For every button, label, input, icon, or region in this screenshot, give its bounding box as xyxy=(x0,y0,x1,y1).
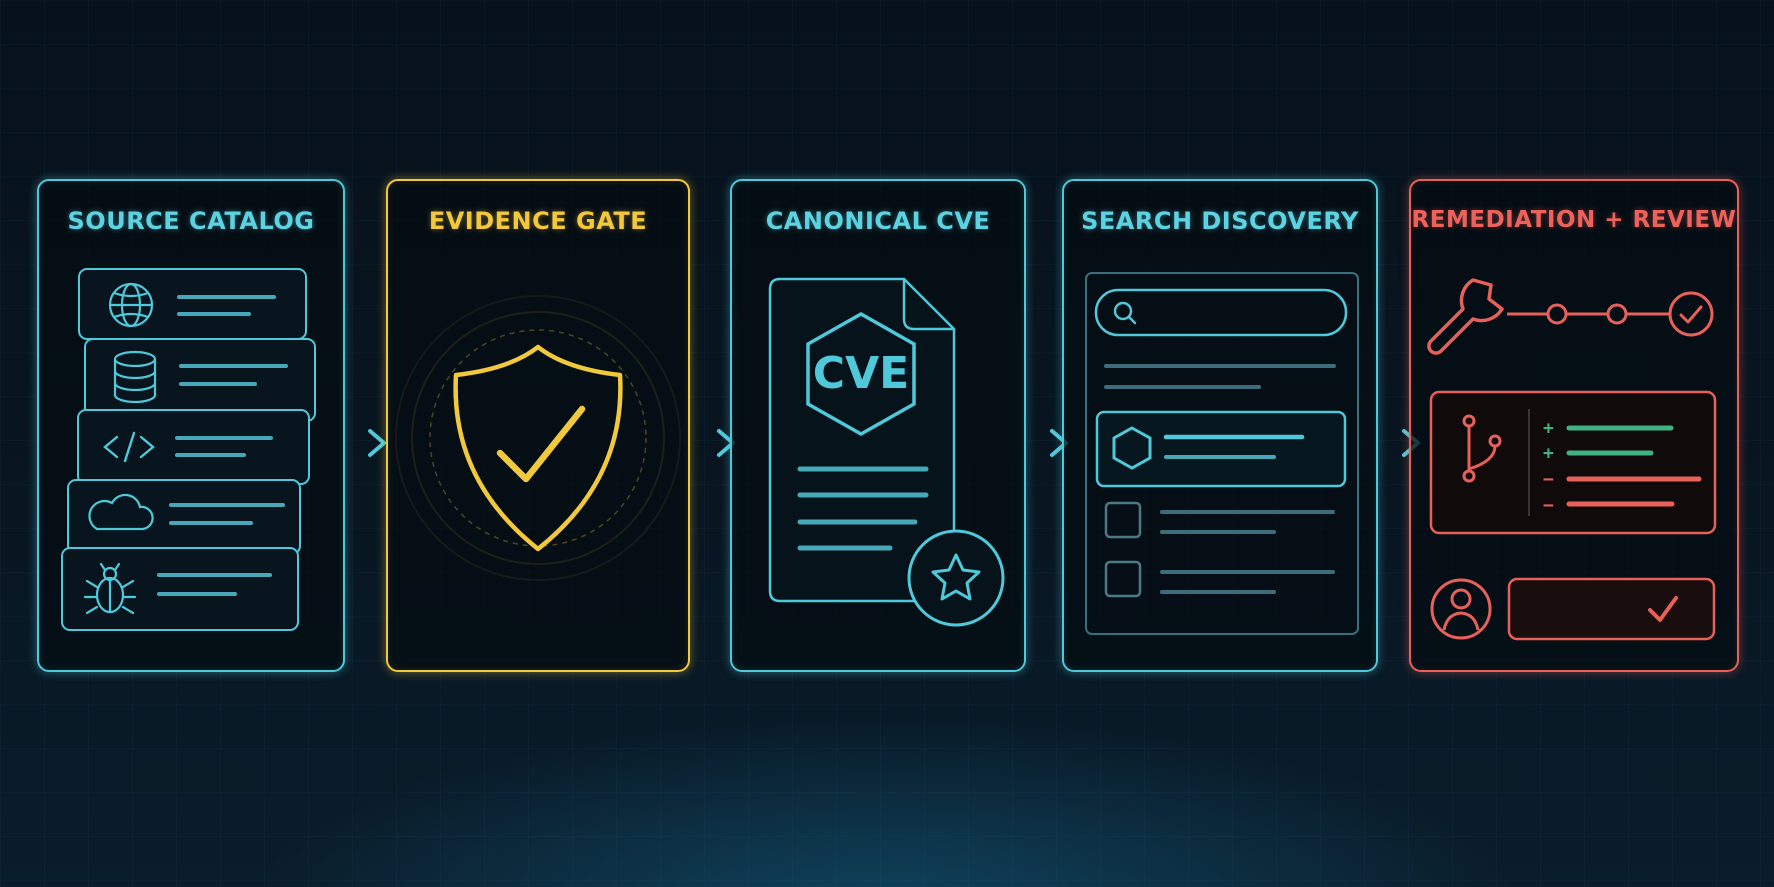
globe-icon xyxy=(108,282,154,328)
hexagon-icon xyxy=(1112,426,1152,470)
panel-title: SOURCE CATALOG xyxy=(67,207,315,235)
highlighted-result xyxy=(1095,410,1347,488)
check-icon xyxy=(1648,596,1678,622)
cve-document-art: CVE xyxy=(768,277,1005,627)
search-bar xyxy=(1094,288,1348,337)
arrow-right-icon xyxy=(1012,429,1068,457)
cve-hexagon-icon: CVE xyxy=(806,311,916,437)
database-icon xyxy=(113,350,157,404)
cve-badge-text: CVE xyxy=(813,348,909,399)
diff-panel xyxy=(1429,390,1717,535)
code-icon xyxy=(103,431,155,463)
shield-check-icon xyxy=(453,344,623,552)
search-art xyxy=(1085,272,1359,635)
git-branch-icon xyxy=(1462,414,1502,483)
panel-title: CANONICAL CVE xyxy=(765,207,991,235)
panel-title: EVIDENCE GATE xyxy=(428,207,648,235)
cloud-icon xyxy=(88,493,154,531)
check-circle-icon xyxy=(1668,291,1714,337)
star-badge-icon xyxy=(907,529,1005,627)
panel-remediation-review: REMEDIATION + REVIEW + + − xyxy=(1409,179,1739,672)
diff-removed-marker: − xyxy=(1543,495,1554,516)
source-list-art xyxy=(61,268,316,631)
panel-source-catalog: SOURCE CATALOG xyxy=(37,179,345,672)
panel-canonical-cve: CANONICAL CVE CVE xyxy=(730,179,1026,672)
diff-added-marker: + xyxy=(1543,443,1554,464)
checkbox-icon xyxy=(1104,501,1142,598)
diff-removed-marker: − xyxy=(1543,469,1554,490)
panel-evidence-gate: EVIDENCE GATE xyxy=(386,179,690,672)
panel-title: REMEDIATION + REVIEW xyxy=(1411,207,1737,233)
panel-search-discovery: SEARCH DISCOVERY xyxy=(1062,179,1378,672)
arrow-right-icon xyxy=(330,429,386,457)
bug-icon xyxy=(83,562,137,615)
user-avatar-icon xyxy=(1430,578,1492,640)
evidence-art xyxy=(395,295,681,581)
diff-added-marker: + xyxy=(1543,418,1554,439)
panel-title: SEARCH DISCOVERY xyxy=(1081,207,1359,235)
search-icon xyxy=(1113,301,1137,325)
wrench-icon xyxy=(1427,278,1504,355)
arrow-right-icon xyxy=(679,429,735,457)
remediation-art: + + − − xyxy=(1427,278,1717,641)
approve-button[interactable] xyxy=(1507,577,1716,641)
